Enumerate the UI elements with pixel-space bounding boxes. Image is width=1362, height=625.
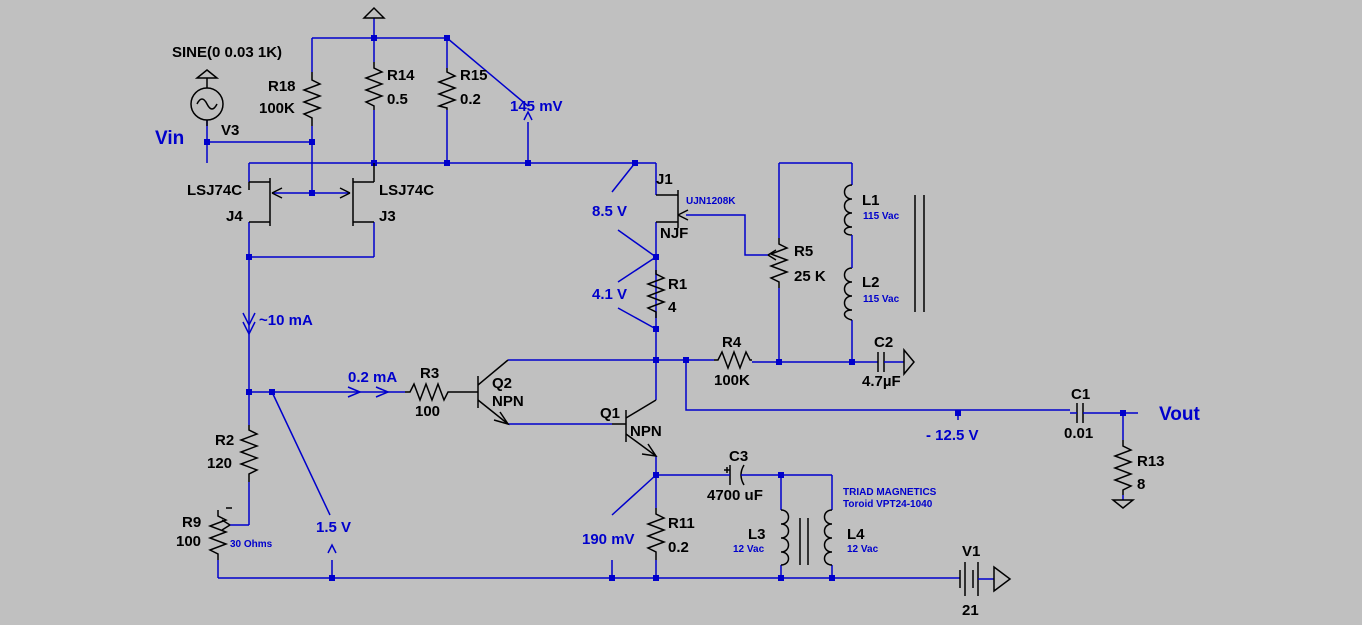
label-j3-value: LSJ74C bbox=[379, 182, 434, 199]
resistor-r4-icon bbox=[714, 349, 752, 371]
label-r18-value: 100K bbox=[259, 100, 295, 117]
label-j1-ref: J1 bbox=[656, 171, 673, 188]
label-r1-value: 4 bbox=[668, 299, 677, 316]
label-c1-ref: C1 bbox=[1071, 386, 1090, 403]
current-arrow-02ma-icon bbox=[347, 386, 390, 398]
label-l3-value: 12 Vac bbox=[733, 544, 765, 555]
net-190mv: 190 mV bbox=[582, 531, 635, 548]
label-v3-value: SINE(0 0.03 1K) bbox=[172, 44, 282, 61]
label-r3-value: 100 bbox=[415, 403, 440, 420]
label-c2-ref: C2 bbox=[874, 334, 893, 351]
label-l4-value: 12 Vac bbox=[847, 544, 879, 555]
transistor-q2-icon bbox=[474, 359, 510, 426]
label-r11-value: 0.2 bbox=[668, 539, 689, 556]
probe-145mv-icon bbox=[523, 110, 533, 121]
capacitor-c2-icon bbox=[877, 347, 915, 377]
resistor-r15-icon bbox=[436, 68, 458, 110]
resistor-r1-icon bbox=[645, 270, 667, 318]
label-r14-value: 0.5 bbox=[387, 91, 408, 108]
label-q1-value: NPN bbox=[630, 423, 662, 440]
label-l2-value: 115 Vac bbox=[863, 294, 900, 305]
label-q2-value: NPN bbox=[492, 393, 524, 410]
net-8v5: 8.5 V bbox=[592, 203, 627, 220]
label-r2-value: 120 bbox=[207, 455, 232, 472]
net-vin: Vin bbox=[155, 128, 184, 149]
label-r9-value: 100 bbox=[176, 533, 201, 550]
jfet-j3-icon bbox=[339, 163, 375, 226]
label-j3-ref: J3 bbox=[379, 208, 396, 225]
label-q1-ref: Q1 bbox=[600, 405, 620, 422]
inductor-l4-icon bbox=[823, 509, 833, 566]
label-r11-ref: R11 bbox=[668, 515, 695, 532]
battery-v1-icon bbox=[959, 562, 1012, 596]
wires bbox=[206, 18, 1138, 579]
label-r9-ref: R9 bbox=[182, 514, 201, 531]
label-l4-ref: L4 bbox=[847, 526, 865, 543]
resistor-r18-icon bbox=[301, 72, 323, 126]
label-r14-ref: R14 bbox=[387, 67, 415, 84]
net-vout: Vout bbox=[1159, 404, 1200, 425]
jfet-j1-icon bbox=[656, 190, 689, 228]
net-10ma: ~10 mA bbox=[259, 312, 313, 329]
label-j1-value: NJF bbox=[660, 225, 688, 242]
resistor-r14-icon bbox=[363, 62, 385, 110]
potentiometer-r5-icon bbox=[767, 238, 790, 288]
jfet-j4-icon bbox=[248, 178, 283, 226]
net-145mv: 145 mV bbox=[510, 98, 563, 115]
label-r2-ref: R2 bbox=[215, 432, 234, 449]
net-15v: 1.5 V bbox=[316, 519, 351, 536]
sine-source-v3-icon bbox=[190, 69, 224, 126]
label-r3-ref: R3 bbox=[420, 365, 439, 382]
inductor-l2-icon bbox=[843, 235, 853, 321]
probe-15v-icon bbox=[327, 543, 337, 554]
label-r4-ref: R4 bbox=[722, 334, 742, 351]
resistor-r2-icon bbox=[238, 425, 260, 482]
label-j4-value: LSJ74C bbox=[187, 182, 242, 199]
capacitor-c3-icon bbox=[724, 464, 750, 486]
label-l1-value: 115 Vac bbox=[863, 211, 900, 222]
label-r15-ref: R15 bbox=[460, 67, 488, 84]
label-q2-ref: Q2 bbox=[492, 375, 512, 392]
label-c1-value: 0.01 bbox=[1064, 425, 1093, 442]
label-l2-ref: L2 bbox=[862, 274, 880, 291]
capacitor-c1-icon bbox=[1070, 403, 1090, 423]
potentiometer-r9-icon bbox=[207, 507, 232, 560]
junctions bbox=[204, 35, 1126, 581]
transistor-q1-icon bbox=[612, 399, 658, 457]
note-transformer-line2: Toroid VPT24-1040 bbox=[843, 499, 933, 510]
net-4v1: 4.1 V bbox=[592, 286, 627, 303]
ground-top-icon bbox=[362, 6, 386, 19]
label-l1-ref: L1 bbox=[862, 192, 880, 209]
inductor-l1-icon bbox=[843, 184, 853, 236]
label-r1-ref: R1 bbox=[668, 276, 687, 293]
label-c3-value: 4700 uF bbox=[707, 487, 763, 504]
current-arrow-10ma-icon bbox=[242, 312, 256, 336]
label-l3-ref: L3 bbox=[748, 526, 766, 543]
label-r13-value: 8 bbox=[1137, 476, 1145, 493]
label-v1-ref: V1 bbox=[962, 543, 980, 560]
label-r13-ref: R13 bbox=[1137, 453, 1165, 470]
net-02ma: 0.2 mA bbox=[348, 369, 397, 386]
note-transformer-line1: TRIAD MAGNETICS bbox=[843, 487, 937, 498]
net-m125: - 12.5 V bbox=[926, 427, 979, 444]
label-r5-ref: R5 bbox=[794, 243, 813, 260]
label-r9-setting: 30 Ohms bbox=[230, 539, 273, 550]
transformer-core-2-icon bbox=[799, 518, 809, 565]
transformer-core-icon bbox=[914, 195, 925, 312]
label-r4-value: 100K bbox=[714, 372, 750, 389]
label-r5-value: 25 K bbox=[794, 268, 826, 285]
label-j4-ref: J4 bbox=[226, 208, 243, 225]
label-j1-model: UJN1208K bbox=[686, 196, 736, 207]
label-v1-value: 21 bbox=[962, 602, 979, 619]
resistor-r3-icon bbox=[405, 381, 474, 403]
resistor-r11-icon bbox=[645, 508, 667, 560]
label-r15-value: 0.2 bbox=[460, 91, 481, 108]
label-r18-ref: R18 bbox=[268, 78, 296, 95]
resistor-r13-icon bbox=[1110, 440, 1136, 509]
label-c3-ref: C3 bbox=[729, 448, 748, 465]
inductor-l3-icon bbox=[780, 509, 790, 566]
label-v3-ref: V3 bbox=[221, 122, 239, 139]
label-c2-value: 4.7µF bbox=[862, 373, 901, 390]
